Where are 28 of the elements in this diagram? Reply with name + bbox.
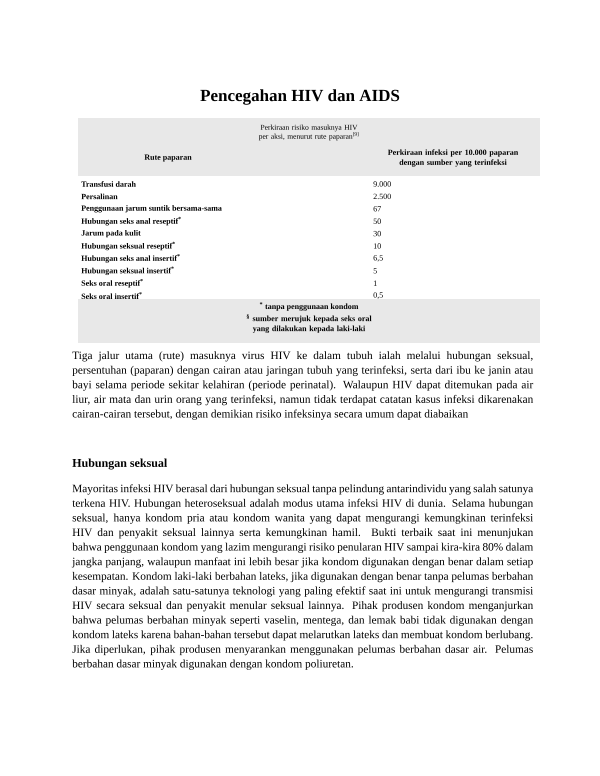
table-cell: 6,5 <box>374 255 383 262</box>
table-cell: 5 <box>374 268 377 274</box>
table-cell: 10 <box>374 243 381 249</box>
table-cell: Hubungan seks anal reseptif$^{*}$ <box>81 216 181 226</box>
table-cell: Transfusi darah <box>81 181 136 187</box>
paragraph: Mayoritas infeksi HIV berasal dari hubungan seksual tanpa pelindung antarindividu yang salah satunya terkena HIV. Hubungan heteroseksual adalah modus utama infeksi HIV di dunia. Selama hubungan seksual, hanya kondom pria atau kondom wanita yang dapat mengurangi kemungkinan terinfeksi HIV dan penyakit seksual lainnya serta kemungkinan hamil. Bukti terbaik saat ini menunjukan bahwa penggunaan kondom yang lazim mengurangi risiko penularan HIV sampai kira-kira 80% dalam jangka panjang, walaupun manfaat ini lebih besar jika kondom digunakan dengan benar dalam setiap kesempatan. Kondom laki-laki berbahan lateks, jika digunakan dengan benar tanpa pelumas berbahan dasar minyak, adalah satu-satunya teknologi yang paling efektif saat ini untuk mengurangi transmisi HIV secara seksual dan penyakit menular seksual lainnya. Pihak produsen kondom menganjurkan bahwa pelumas berbahan minyak seperti vaselin, mentega, dan lemak babi tidak digunakan dengan kondom lateks karena bahan-bahan tersebut dapat melarutkan lateks dan membuat kondom berlubang. Jika diperlukan, pihak produsen menyarankan menggunakan pelumas berbahan dasar air. Pelumas berbahan dasar minyak digunakan dengan kondom poliuretan. <box>72 484 534 670</box>
table-cell: Hubungan seks anal insertif$^{*}$ <box>81 254 180 263</box>
paragraph: Tiga jalur utama (rute) masuknya virus HIV ke dalam tubuh ialah melalui hubungan seksual, persentuhan (paparan) dengan cairan atau jaringan tubuh yang terinfeksi, serta dari ibu ke janin atau bayi selama periode sekitar kelahiran (periode perinatal). Walaupun HIV dapat ditemukan pada air liur, air mata dan urin orang yang terinfeksi, namun tidak terdapat catatan kasus infeksi dikarenakan cairan-cairan tersebut, dengan demikian risiko infeksinya secara umum dapat diabaikan <box>72 351 534 420</box>
table-cell: 30 <box>374 230 381 236</box>
table-cell: 0,5 <box>374 292 383 299</box>
table-cell: Seks oral insertif$^{*}$ <box>82 292 142 300</box>
table-cell: 1 <box>374 280 377 286</box>
table-cell: Jarum pada kulit <box>82 230 141 238</box>
table-footnote: $^{§}$ sumber merujuk kepada seks oral yang dilakukan kepada laki-laki <box>246 314 372 333</box>
table-footnote: $^{*}$ tanpa penggunaan kondom <box>260 302 358 311</box>
table-cell: 67 <box>374 206 381 212</box>
table-cell: Penggunaan jarum suntik bersama-sama <box>81 205 222 212</box>
table-cell: 2.500 <box>374 194 391 200</box>
table-cell: Hubungan seksual reseptif$^{*}$ <box>81 242 175 250</box>
table-cell: Seks oral reseptif$^{*}$ <box>82 278 143 288</box>
table-cell: 9.000 <box>373 181 391 187</box>
page-title: Pencegahan HIV dan AIDS <box>200 89 400 105</box>
column-header: Perkiraan infeksi per 10.000 paparan dengan sumber yang terinfeksi <box>388 149 518 167</box>
table-cell: 50 <box>374 218 381 224</box>
column-header: Rute paparan <box>144 154 192 162</box>
section-heading: Hubungan seksual <box>72 458 168 470</box>
table-cell: Persalinan <box>81 194 118 200</box>
table-cell: Hubungan seksual insertif$^{*}$ <box>81 266 174 276</box>
